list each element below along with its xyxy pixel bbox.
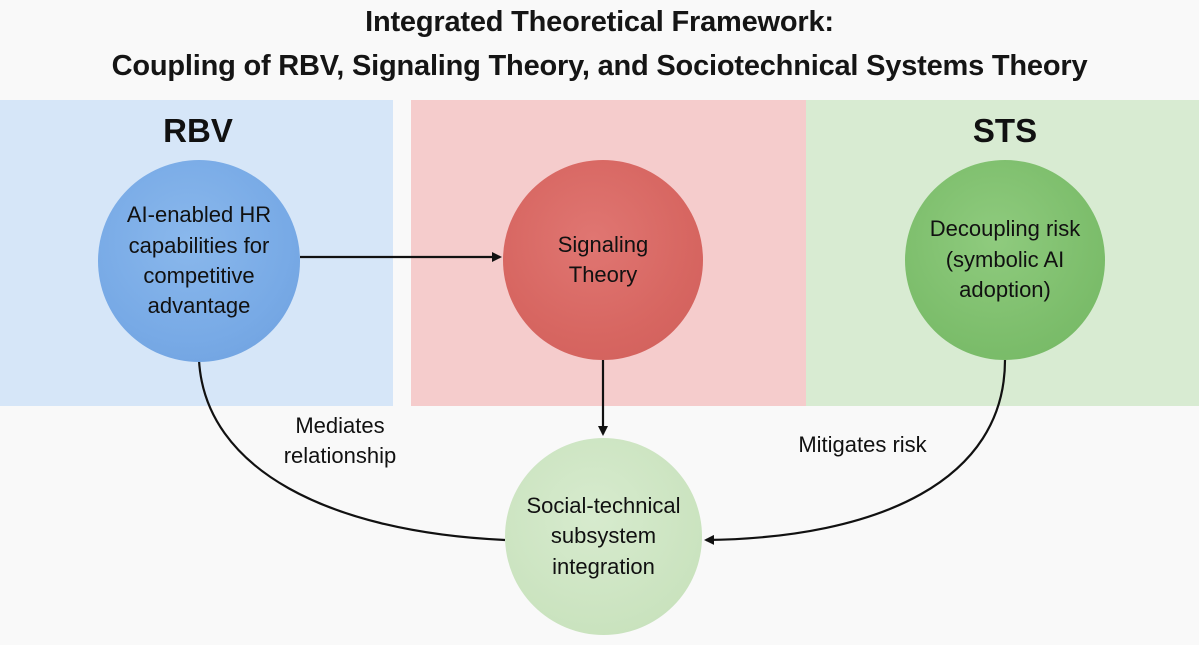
rbv-node: AI-enabled HR capabilities for competiti… — [98, 160, 300, 362]
rbv-node-label: AI-enabled HR capabilities for competiti… — [126, 202, 272, 319]
diagram-title-line-1: Integrated Theoretical Framework: — [365, 6, 834, 38]
signaling-node: Signaling Theory — [503, 160, 703, 360]
sts-node: Decoupling risk (symbolic AI adoption) — [905, 160, 1105, 360]
mediates-edge-label: Mediates relationship — [283, 413, 397, 469]
edge-rbv-to-integration — [197, 359, 506, 542]
signaling-node-label: Signaling Theory — [557, 231, 649, 287]
diagram-title-line-2: Coupling of RBV, Signaling Theory, and S… — [111, 50, 1088, 82]
mitigates-edge-label: Mitigates risk — [798, 432, 927, 457]
edge-sts-to-integration — [704, 359, 1007, 545]
integration-node-label: Social-technical subsystem integration — [526, 492, 681, 579]
integration-node: Social-technical subsystem integration — [505, 438, 702, 635]
sts-panel-label: STS — [972, 112, 1038, 149]
rbv-panel-label: RBV — [163, 112, 233, 149]
sts-node-label: Decoupling risk (symbolic AI adoption) — [929, 216, 1081, 303]
